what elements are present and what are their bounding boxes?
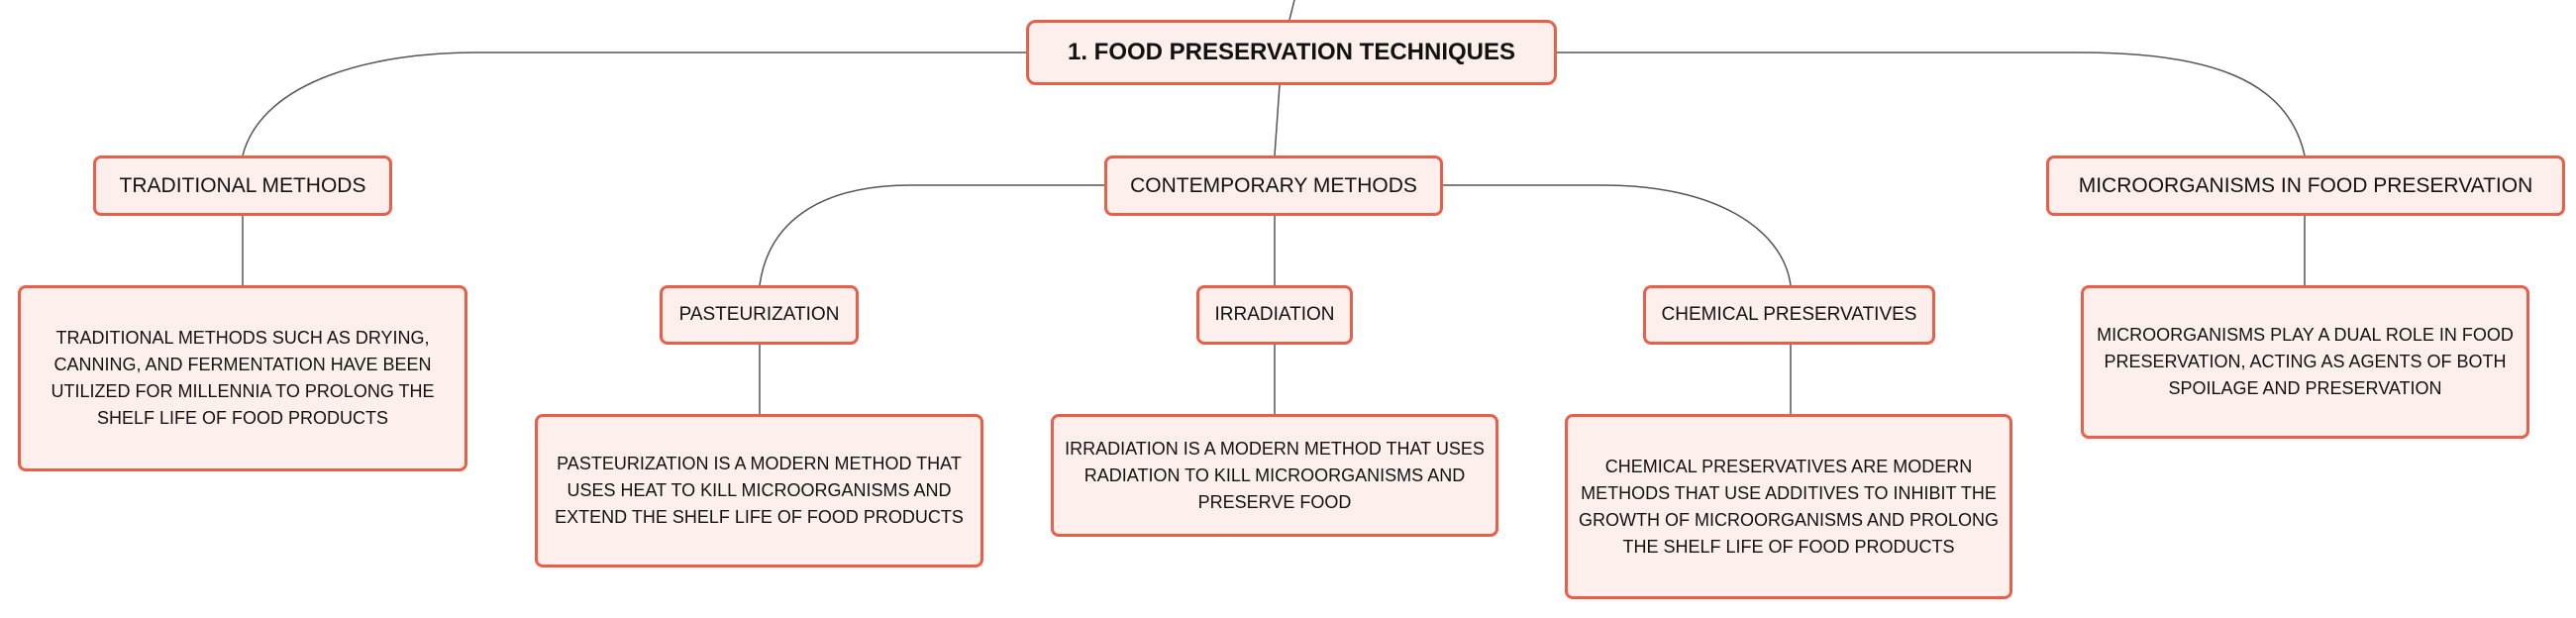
traditional-methods-node[interactable]: TRADITIONAL METHODS bbox=[93, 155, 392, 216]
root-label: 1. FOOD PRESERVATION TECHNIQUES bbox=[1067, 39, 1516, 65]
irradiation-description[interactable]: IRRADIATION IS A MODERN METHOD THAT USES… bbox=[1051, 414, 1498, 537]
microorganisms-label: MICROORGANISMS IN FOOD PRESERVATION bbox=[2078, 173, 2533, 197]
traditional-methods-description-text: TRADITIONAL METHODS SUCH AS DRYING, CANN… bbox=[51, 328, 435, 428]
pasteurization-description[interactable]: PASTEURIZATION IS A MODERN METHOD THAT U… bbox=[535, 414, 983, 567]
traditional-methods-description[interactable]: TRADITIONAL METHODS SUCH AS DRYING, CANN… bbox=[18, 285, 467, 471]
chemical-preservatives-description[interactable]: CHEMICAL PRESERVATIVES ARE MODERN METHOD… bbox=[1565, 414, 2012, 599]
connector-root-traditional bbox=[242, 52, 1026, 156]
contemporary-methods-label: CONTEMPORARY METHODS bbox=[1130, 173, 1417, 197]
chemical-preservatives-label: CHEMICAL PRESERVATIVES bbox=[1661, 304, 1917, 325]
pasteurization-label: PASTEURIZATION bbox=[678, 304, 840, 325]
microorganisms-description-text: MICROORGANISMS PLAY A DUAL ROLE IN FOOD … bbox=[2097, 325, 2514, 398]
connector-root-microorganisms bbox=[1557, 52, 2306, 156]
chemical-preservatives-description-text: CHEMICAL PRESERVATIVES ARE MODERN METHOD… bbox=[1578, 456, 2000, 557]
connector-root-contemporary bbox=[1274, 84, 1281, 156]
microorganisms-node[interactable]: MICROORGANISMS IN FOOD PRESERVATION bbox=[2046, 155, 2565, 216]
pasteurization-node[interactable]: PASTEURIZATION bbox=[660, 285, 859, 345]
traditional-methods-label: TRADITIONAL METHODS bbox=[119, 173, 366, 197]
root-node[interactable]: 1. FOOD PRESERVATION TECHNIQUES bbox=[1026, 20, 1557, 85]
connector-contemporary-chemical bbox=[1443, 184, 1792, 286]
irradiation-label: IRRADIATION bbox=[1214, 304, 1335, 325]
pasteurization-description-text: PASTEURIZATION IS A MODERN METHOD THAT U… bbox=[555, 454, 964, 527]
microorganisms-description[interactable]: MICROORGANISMS PLAY A DUAL ROLE IN FOOD … bbox=[2081, 285, 2529, 439]
irradiation-description-text: IRRADIATION IS A MODERN METHOD THAT USES… bbox=[1065, 438, 1485, 512]
connector-contemporary-pasteurization bbox=[759, 184, 1104, 286]
contemporary-methods-node[interactable]: CONTEMPORARY METHODS bbox=[1104, 155, 1443, 216]
chemical-preservatives-node[interactable]: CHEMICAL PRESERVATIVES bbox=[1643, 285, 1935, 345]
irradiation-node[interactable]: IRRADIATION bbox=[1196, 285, 1353, 345]
connector-root-parent bbox=[1288, 0, 1295, 21]
